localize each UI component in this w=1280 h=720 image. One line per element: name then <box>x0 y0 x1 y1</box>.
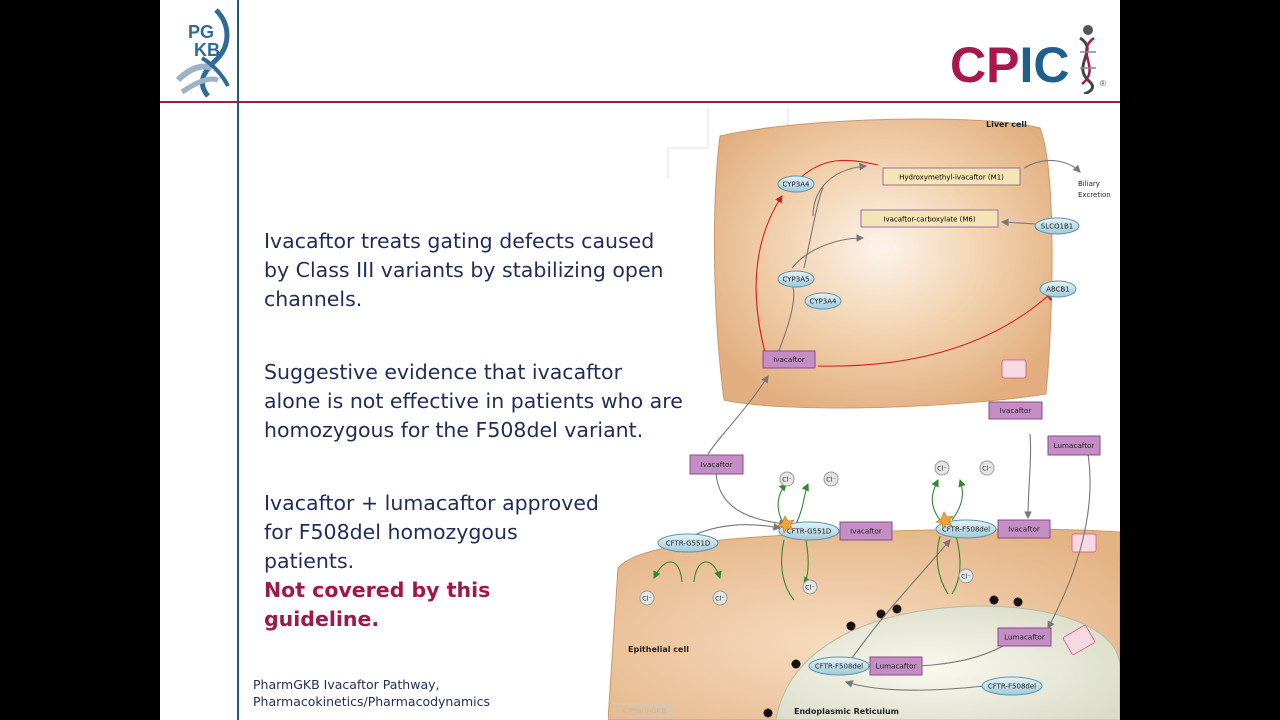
cftr-g551d-mid <box>778 521 840 541</box>
ivacaftor-g551d-label: Ivacaftor <box>850 527 882 536</box>
chloride-ion: Cl⁻ <box>779 471 795 487</box>
cftr-g551d-left-label: CFTR-G551D <box>666 540 711 548</box>
cftr-g551d-mid-label: CFTR-G551D <box>787 528 832 536</box>
dna-person-icon <box>1079 25 1096 94</box>
cftr-f508del-er2 <box>981 676 1043 696</box>
chloride-ion: Cl⁻ <box>823 471 839 487</box>
lumacaftor-er-label: Lumacaftor <box>1004 633 1045 642</box>
chloride-ion: Cl⁻ <box>802 579 818 595</box>
cftr-f508del-er-label: CFTR-F508del <box>815 663 863 671</box>
excretion-label: Excretion <box>1078 191 1111 199</box>
lumacaftor-er-box <box>997 627 1052 647</box>
cftr-f508del-er <box>808 656 870 676</box>
paragraph-combination: Ivacaftor + lumacaftor approved for F508… <box>264 489 604 634</box>
ivacaftor-blood-label: Ivacaftor <box>701 460 733 469</box>
slco1b1-label: SLCO1B1 <box>1041 223 1073 231</box>
header-rule <box>160 101 1120 103</box>
slide: PG KB CPIC ® Ivacaftor treats gating def… <box>160 0 1120 720</box>
lumacaftor-right-box <box>1047 435 1101 456</box>
cyp3a4-mid <box>804 292 842 310</box>
svg-text:Cl⁻: Cl⁻ <box>805 584 815 592</box>
svg-text:Cl⁻: Cl⁻ <box>642 595 652 603</box>
ivacaftor-blood-box <box>689 454 744 475</box>
binding-star-icons <box>776 511 954 534</box>
ivacaftor-right-label: Ivacaftor <box>1000 406 1032 415</box>
abcb1-label: ABCB1 <box>1046 286 1070 294</box>
pharmgkb-watermark: ©PharmGKB <box>622 707 667 715</box>
citation: PharmGKB Ivacaftor Pathway, Pharmacokine… <box>253 676 490 710</box>
m6-label: Ivacaftor-carboxylate (M6) <box>883 216 976 224</box>
cftr-f508del-top-label: CFTR-F508del <box>942 526 990 534</box>
not-covered-note: Not covered by this guideline. <box>264 578 491 631</box>
m1-box <box>882 167 1021 186</box>
liver-cell-label: Liver cell <box>986 120 1027 129</box>
ribosome-dots <box>763 595 1023 718</box>
pgkb-dna-logo-icon <box>175 8 230 98</box>
cyp3a5-label: CYP3A5 <box>783 276 810 284</box>
cpic-logo: CPIC ® <box>950 25 1106 94</box>
citation-line-1: PharmGKB Ivacaftor Pathway, <box>253 677 440 692</box>
biliary-label: Biliary <box>1078 180 1100 188</box>
ivacaftor-right-box <box>988 401 1043 420</box>
cyp3a4-mid-label: CYP3A4 <box>810 298 838 306</box>
svg-text:Cl⁻: Cl⁻ <box>782 476 792 484</box>
paragraph-gating: Ivacaftor treats gating defects caused b… <box>264 229 664 311</box>
ivacaftor-liver-label: Ivacaftor <box>773 355 805 364</box>
citation-line-2: Pharmacokinetics/Pharmacodynamics <box>253 694 491 709</box>
m6-box <box>860 209 999 228</box>
svg-text:Cl⁻: Cl⁻ <box>937 465 947 473</box>
abcb1 <box>1039 280 1077 298</box>
svg-text:Cl⁻: Cl⁻ <box>715 595 725 603</box>
chloride-ion: Cl⁻ <box>639 590 655 606</box>
chloride-ion: Cl⁻ <box>958 568 974 584</box>
cftr-f508del-er2-label: CFTR-F508del <box>988 683 1036 691</box>
m1-label: Hydroxymethyl-ivacaftor (M1) <box>899 174 1004 182</box>
cyp3a4-top <box>777 175 815 193</box>
chloride-ion: Cl⁻ <box>979 460 995 476</box>
lumacaftor-right-label: Lumacaftor <box>1054 441 1095 450</box>
ivacaftor-pathway-diagram: Liver cell Epithelial cell Endoplasmic R… <box>608 108 1120 720</box>
cyp3a5 <box>777 270 815 288</box>
svg-text:Cl⁻: Cl⁻ <box>826 476 836 484</box>
slco1b1 <box>1034 217 1080 235</box>
pgkb-text-pg: PG <box>188 22 214 42</box>
paragraph-f508del: Suggestive evidence that ivacaftor alone… <box>264 360 683 442</box>
ivacaftor-f508-box <box>997 519 1051 539</box>
chloride-arrows <box>653 478 966 601</box>
chloride-ion: Cl⁻ <box>712 590 728 606</box>
ivacaftor-g551d-box <box>839 521 893 541</box>
svg-text:Cl⁻: Cl⁻ <box>982 465 992 473</box>
cftr-g551d-left <box>657 533 719 553</box>
combination-text: Ivacaftor + lumacaftor approved for F508… <box>264 491 599 573</box>
lumacaftor-er2-label: Lumacaftor <box>876 662 917 671</box>
pgkb-logo: PG KB <box>175 8 230 98</box>
ivacaftor-f508-label: Ivacaftor <box>1008 525 1040 534</box>
chloride-ion: Cl⁻ <box>934 460 950 476</box>
left-rule <box>237 0 239 720</box>
liver-arrows <box>755 159 1081 367</box>
registered-mark: ® <box>1100 79 1106 88</box>
er-label: Endoplasmic Reticulum <box>794 707 899 716</box>
ivacaftor-liver-box <box>762 350 816 369</box>
lumacaftor-er2-box <box>869 656 923 676</box>
cyp3a4-top-label: CYP3A4 <box>783 181 811 189</box>
cpic-wordmark: CPIC <box>950 37 1069 93</box>
svg-text:Cl⁻: Cl⁻ <box>961 573 971 581</box>
pharmgkb-watermark-box <box>613 703 675 717</box>
epithelial-cell-label: Epithelial cell <box>628 645 689 654</box>
pgkb-text-kb: KB <box>194 40 220 60</box>
